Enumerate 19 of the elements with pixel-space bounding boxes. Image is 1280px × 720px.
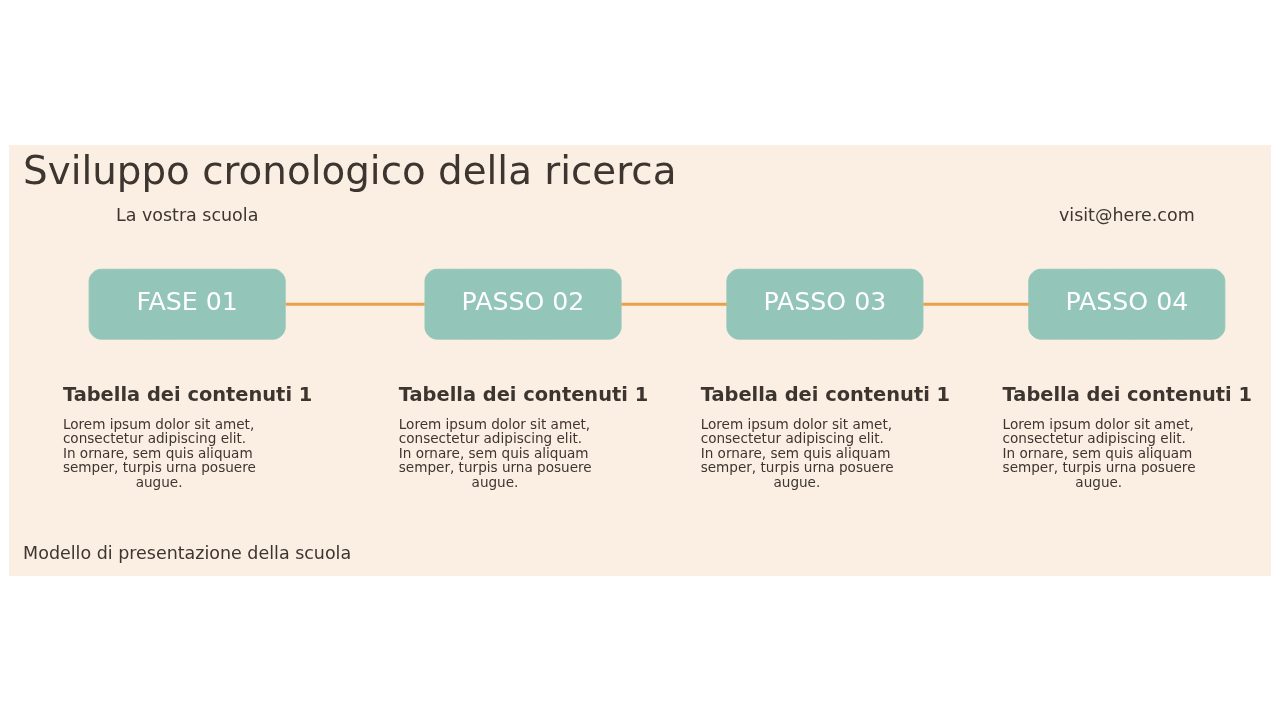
node-label: Lorem ipsum dolor sit amet, consectetur adipiscing elit. In ornare, sem quis aliquam semper, turpis urna posuere augue.	[398, 415, 592, 490]
node-box: FASE 01	[88, 268, 286, 340]
label: La vostra scuola	[115, 204, 259, 225]
node-label: Tabella dei contenuti 1	[1002, 382, 1252, 406]
diagram-title: Sviluppo cronologico della ricerca	[23, 147, 677, 193]
node-label: Tabella dei contenuti 1	[398, 382, 649, 406]
node-box: PASSO 03	[726, 268, 924, 340]
node-label: Lorem ipsum dolor sit amet, consectetur adipiscing elit. In ornare, sem quis aliquam semper, turpis urna posuere augue.	[62, 415, 256, 490]
node-box: PASSO 02	[424, 268, 622, 340]
node-box: PASSO 04	[1028, 268, 1226, 340]
node-label: Lorem ipsum dolor sit amet, consectetur adipiscing elit. In ornare, sem quis aliquam semper, turpis urna posuere augue.	[700, 415, 894, 490]
connector	[285, 302, 425, 306]
node-label: Lorem ipsum dolor sit amet, consectetur adipiscing elit. In ornare, sem quis aliquam semper, turpis urna posuere augue.	[1002, 415, 1196, 490]
connector	[621, 302, 727, 306]
connector	[923, 302, 1029, 306]
node-label: Tabella dei contenuti 1	[62, 382, 313, 406]
label: Modello di presentazione della scuola	[23, 542, 352, 563]
node-label: Tabella dei contenuti 1	[700, 382, 951, 406]
label: visit@here.com	[1058, 204, 1195, 225]
